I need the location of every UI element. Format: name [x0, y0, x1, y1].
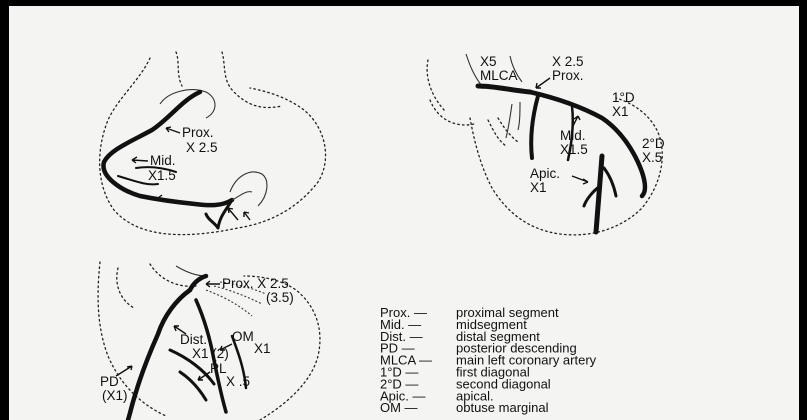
label-mid-top: Mid. — [560, 128, 586, 143]
arrow-apic — [572, 176, 588, 184]
label-2d: 2°D — [642, 136, 665, 151]
diagonal-twigs — [506, 102, 520, 138]
left-main-lower — [190, 276, 206, 290]
label-prox-lower-alt: (3.5) — [266, 290, 294, 305]
label-om: OM — [232, 329, 254, 344]
label-om-mult: X1 — [254, 341, 271, 356]
label-pd-lower: PD — [100, 374, 119, 389]
arrow-prox — [166, 127, 180, 133]
arrow-pd-lower — [116, 366, 132, 376]
label-mid: Mid. — [150, 153, 176, 168]
atrium-outline — [427, 60, 474, 125]
label-prox: Prox. — [182, 125, 214, 140]
arrow-prox-lower — [206, 281, 220, 287]
atrial-outline-2 — [230, 172, 267, 206]
label-1d-mult: X1 — [612, 104, 629, 119]
posterior-branch — [232, 192, 252, 200]
main-left-coronary-artery — [478, 86, 530, 92]
label-pl-mult: X .5 — [226, 374, 250, 389]
label-prox-lower: Prox. X 2.5 — [222, 276, 289, 291]
label-2d-mult: X.5 — [642, 150, 662, 165]
label-mlca: MLCA — [480, 68, 518, 83]
legend-abbr: OM — — [380, 400, 418, 415]
pulmonary-outline — [488, 118, 518, 146]
label-pd-lower-mult: (X1) — [102, 388, 128, 403]
label-dist-lower-mult: X1 (2) — [192, 346, 229, 361]
label-prox-mult-top: X 2.5 — [552, 54, 584, 69]
label-prox-top: Prox. — [552, 68, 584, 83]
label-x5: X5 — [480, 54, 497, 69]
aortic-root-lower — [176, 266, 206, 276]
arrow-pd — [228, 208, 238, 220]
label-prox-mult: X 2.5 — [186, 140, 218, 155]
apical-branch — [596, 156, 602, 232]
arrow-mid — [132, 157, 148, 163]
first-diagonal — [531, 96, 538, 158]
label-dist-lower: Dist. — [180, 332, 207, 347]
circumflex-heart: Prox. X 2.5 (3.5) OM X1 Dist. X1 (2) PL … — [98, 262, 320, 420]
label-1d: 1°D — [612, 90, 635, 105]
left-coronary-heart: X5 MLCA X 2.5 Prox. 1°D X1 Mid. X1.5 2°D… — [427, 54, 665, 235]
label-apic: Apic. — [530, 166, 560, 181]
right-coronary-heart: Prox. X 2.5 Mid. X1.5 — [100, 52, 326, 235]
label-mid-top-mult: X1.5 — [560, 142, 588, 157]
label-pl: PL — [210, 361, 227, 376]
label-apic-mult: X1 — [530, 180, 547, 195]
arrow-prox-top — [536, 78, 550, 88]
label-mid-mult: X1.5 — [148, 168, 176, 183]
legend-description: obtuse marginal — [456, 400, 549, 415]
arrow-pd-2 — [244, 212, 250, 220]
